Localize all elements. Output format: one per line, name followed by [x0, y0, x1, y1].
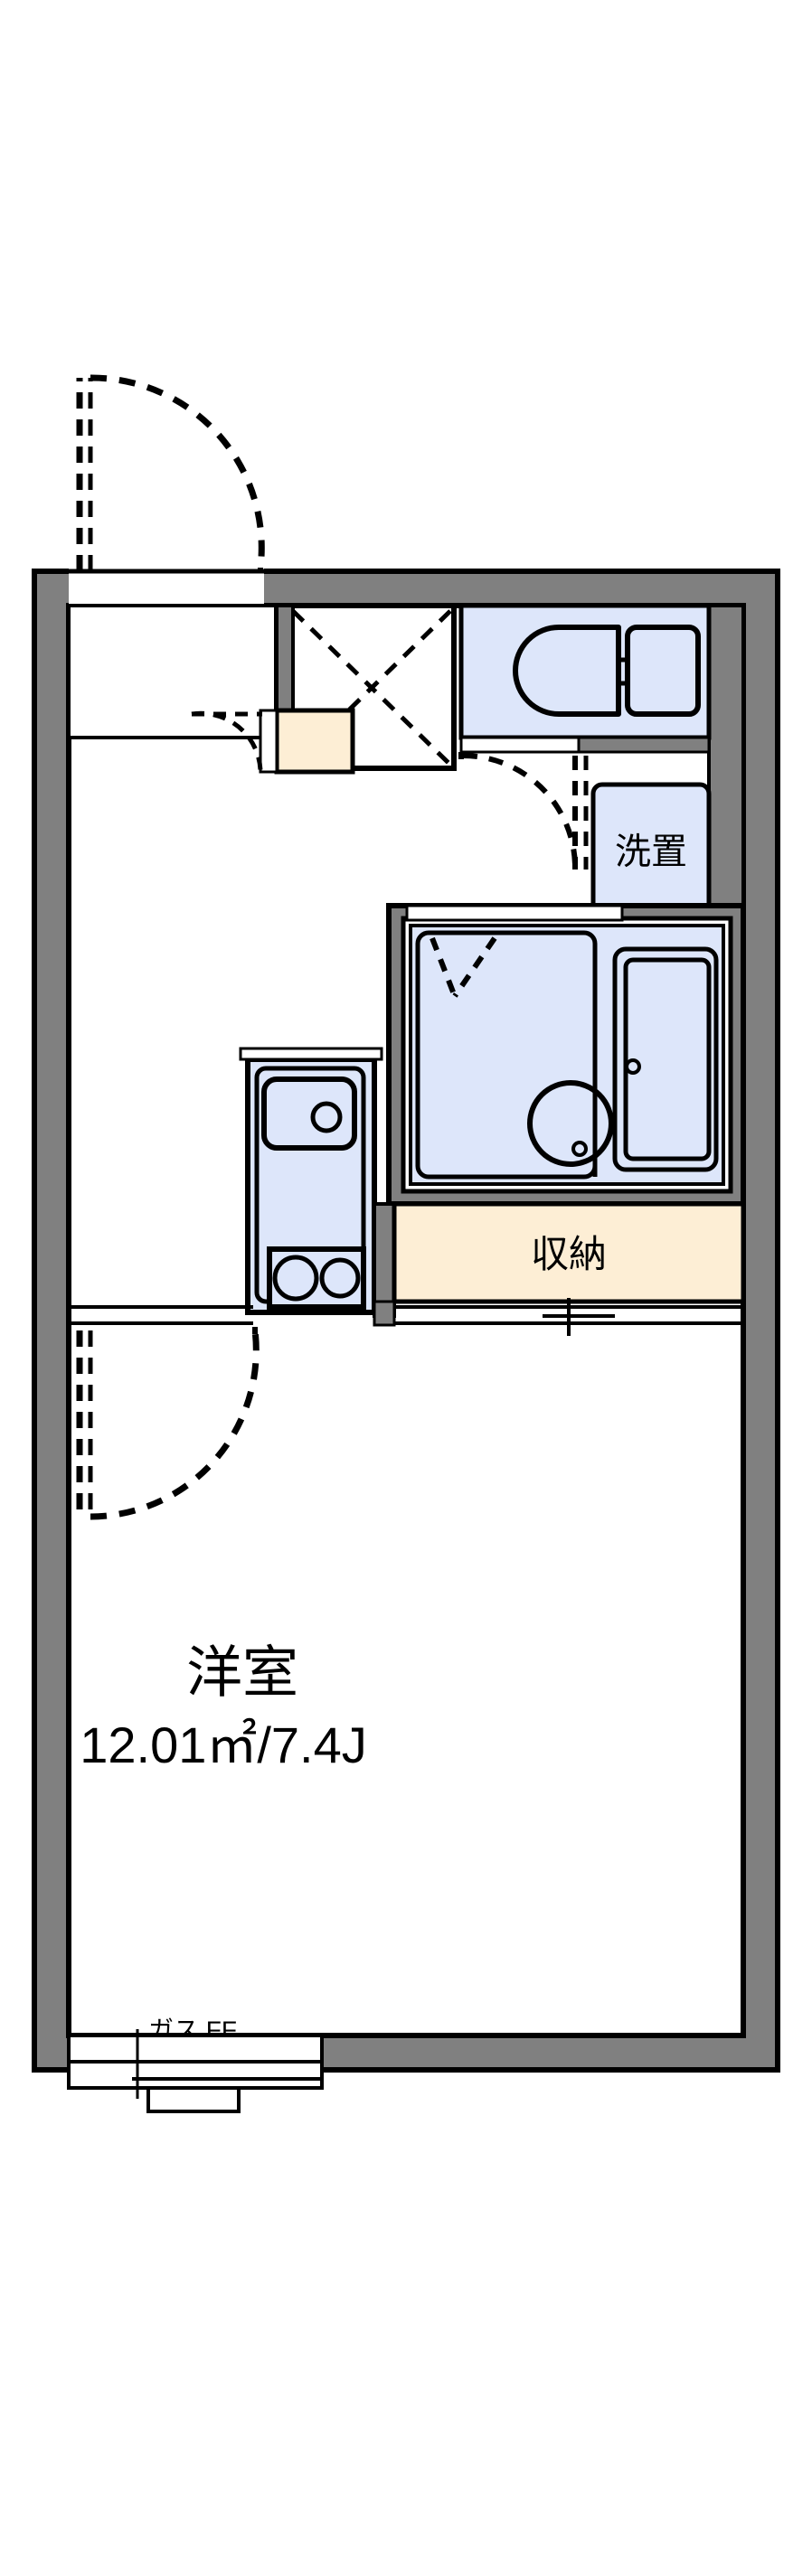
bathroom-unit — [386, 903, 746, 1207]
main-room-label: 洋室 — [186, 1641, 298, 1704]
main-room-door-swing-arc — [90, 1330, 260, 1520]
storage-label: 収納 — [531, 1233, 607, 1275]
kitchen-counter-backsplash — [239, 1047, 383, 1061]
bathroom-door-fold-2 — [452, 936, 497, 998]
washer-space: 洗置 — [590, 782, 712, 925]
main-room-door — [76, 1327, 260, 1520]
shoe-cabinet-door-arc — [191, 710, 263, 771]
storage-left-wall — [373, 1202, 396, 1318]
main-room-area-label: 12.01㎡/7.4J — [80, 1716, 367, 1773]
toilet-tank — [625, 625, 701, 717]
entrance-opening — [69, 569, 264, 608]
genkan-entry-hall — [67, 604, 279, 739]
kitchen-sink-drain — [310, 1101, 343, 1133]
shoe-cabinet-door-panel — [259, 709, 279, 774]
bathtub-drain — [625, 1058, 641, 1075]
bathroom-door-opening — [405, 904, 624, 922]
corridor-stub-wall — [373, 1300, 396, 1327]
genkan-floor — [67, 604, 279, 739]
toilet-bowl — [513, 625, 621, 717]
gas-stove-burner-right — [319, 1257, 361, 1299]
washer-space-label: 洗置 — [615, 832, 687, 872]
storage-closet: 収納 — [373, 1201, 746, 1336]
kitchen-counter — [239, 1047, 383, 1315]
corridor-lines — [69, 1300, 396, 1327]
bathtub-inner — [623, 957, 712, 1161]
gas-stove-burner-left — [272, 1255, 319, 1302]
balcony-window — [67, 2029, 324, 2099]
wash-basin-bowl — [527, 1080, 614, 1167]
shoe-cabinet-box — [274, 708, 355, 775]
bathroom-door-fold-1 — [430, 936, 457, 996]
main-room: 洋室 12.01㎡/7.4J — [80, 1641, 367, 1772]
wash-basin-drain — [571, 1141, 588, 1157]
gas-heater-base — [146, 2084, 241, 2113]
toilet-door-swing-arc — [462, 753, 578, 869]
entrance-door-swing-arc — [90, 374, 265, 569]
toilet-room — [458, 603, 745, 991]
toilet-room-bottom-wall — [577, 736, 711, 754]
shoe-cabinet — [191, 708, 355, 775]
storage-floor — [392, 1201, 746, 1304]
